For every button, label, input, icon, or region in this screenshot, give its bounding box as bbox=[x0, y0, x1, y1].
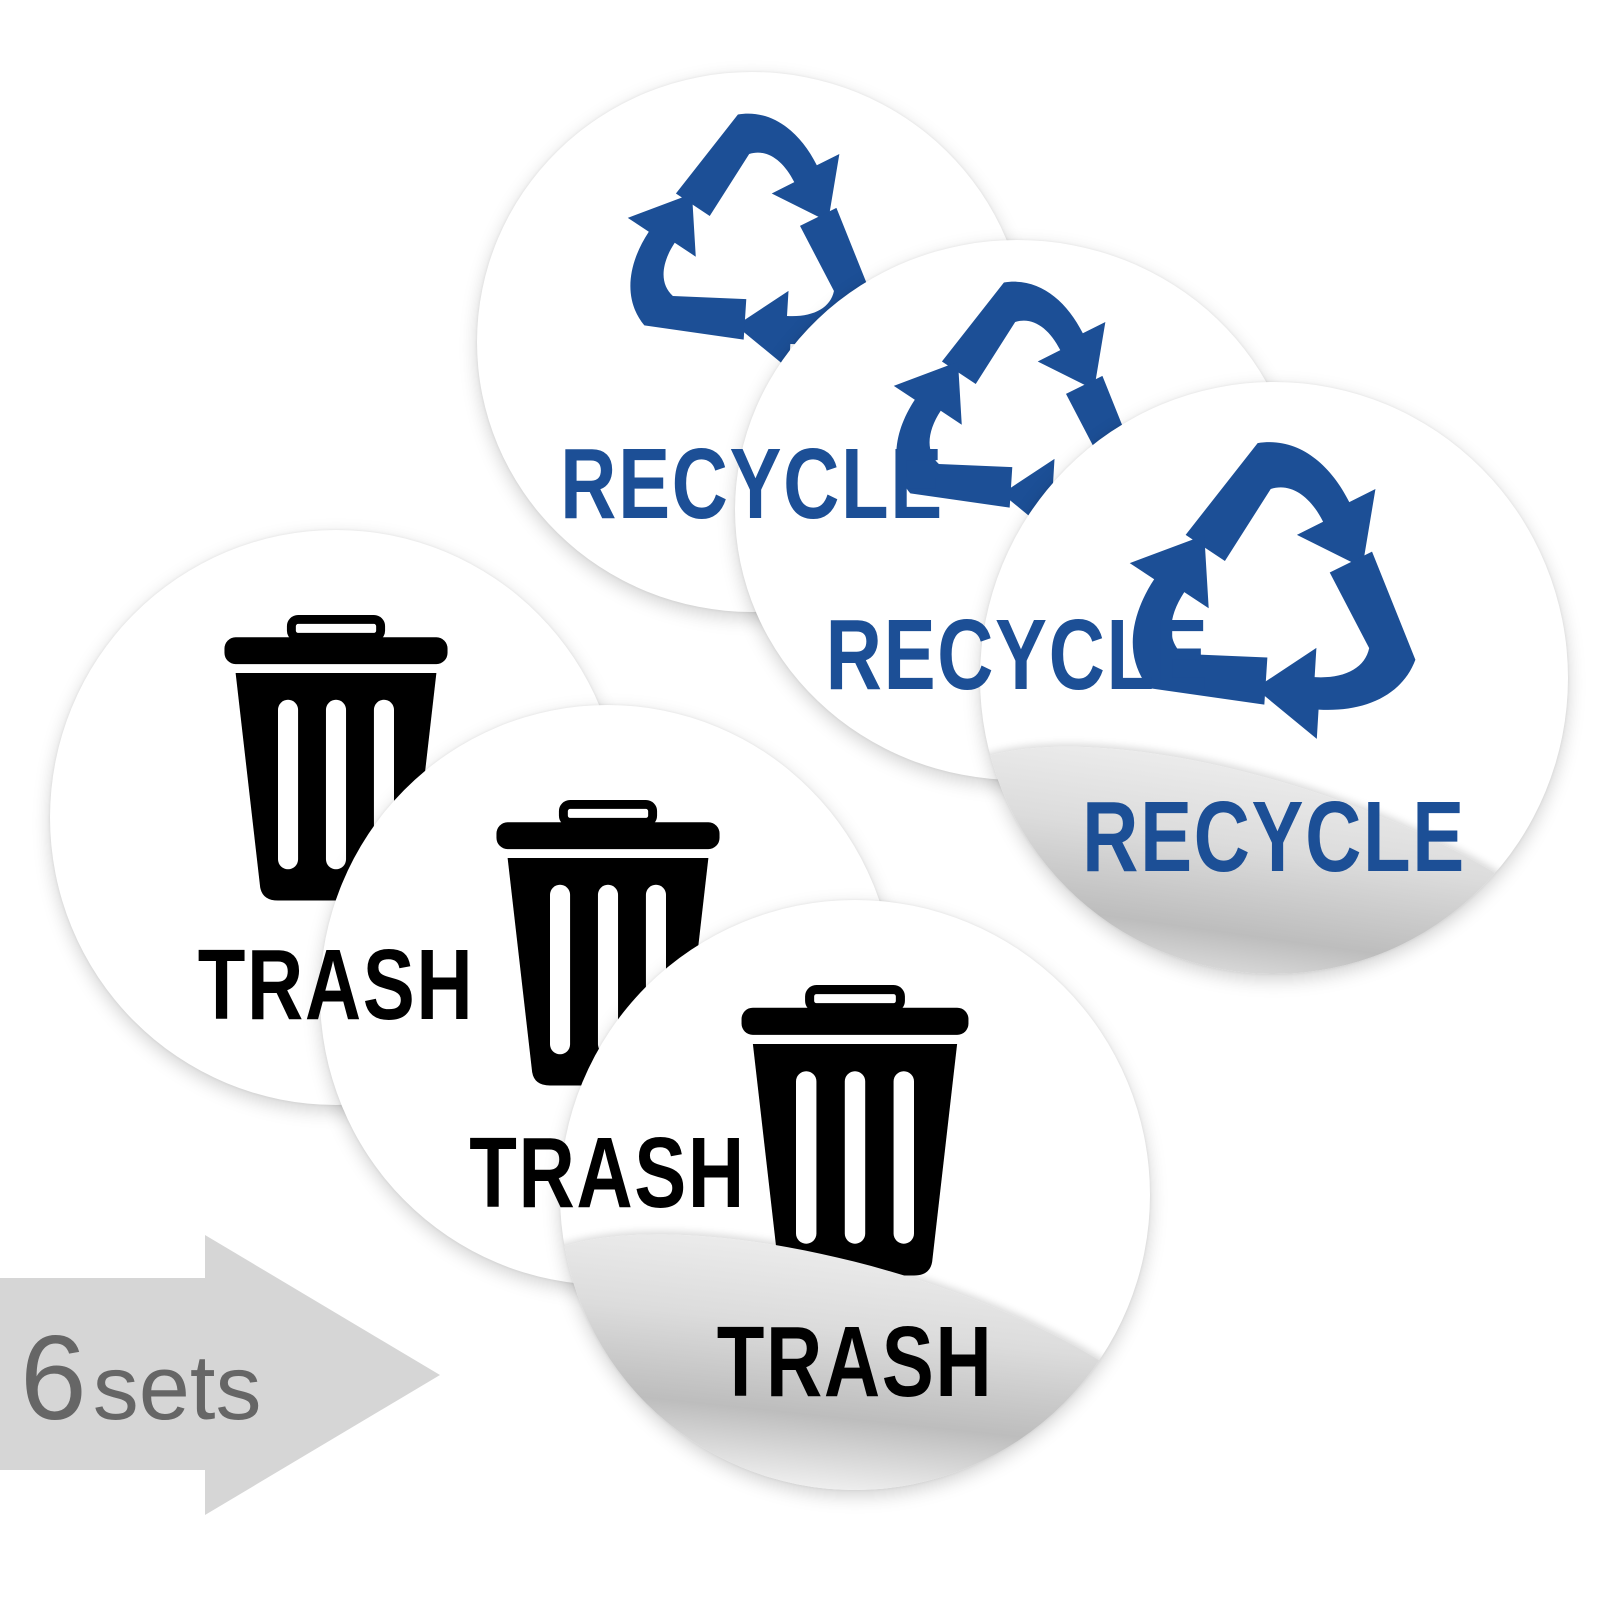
arrow-right-icon bbox=[0, 1235, 440, 1515]
sticker-label: TRASH bbox=[197, 929, 475, 1041]
sticker-label: RECYCLE bbox=[825, 599, 1210, 711]
trash-sticker-3: TRASH bbox=[560, 900, 1150, 1490]
sticker-label: TRASH bbox=[469, 1117, 746, 1229]
set-unit: sets bbox=[92, 1337, 262, 1439]
sticker-label: RECYCLE bbox=[560, 428, 944, 540]
sticker-label: TRASH bbox=[716, 1306, 994, 1418]
set-count: 6 bbox=[20, 1311, 87, 1445]
sticker-label: RECYCLE bbox=[1082, 781, 1466, 893]
recycle-sticker-3: RECYCLE bbox=[980, 382, 1568, 974]
promo-label: 6sets bbox=[20, 1318, 261, 1438]
